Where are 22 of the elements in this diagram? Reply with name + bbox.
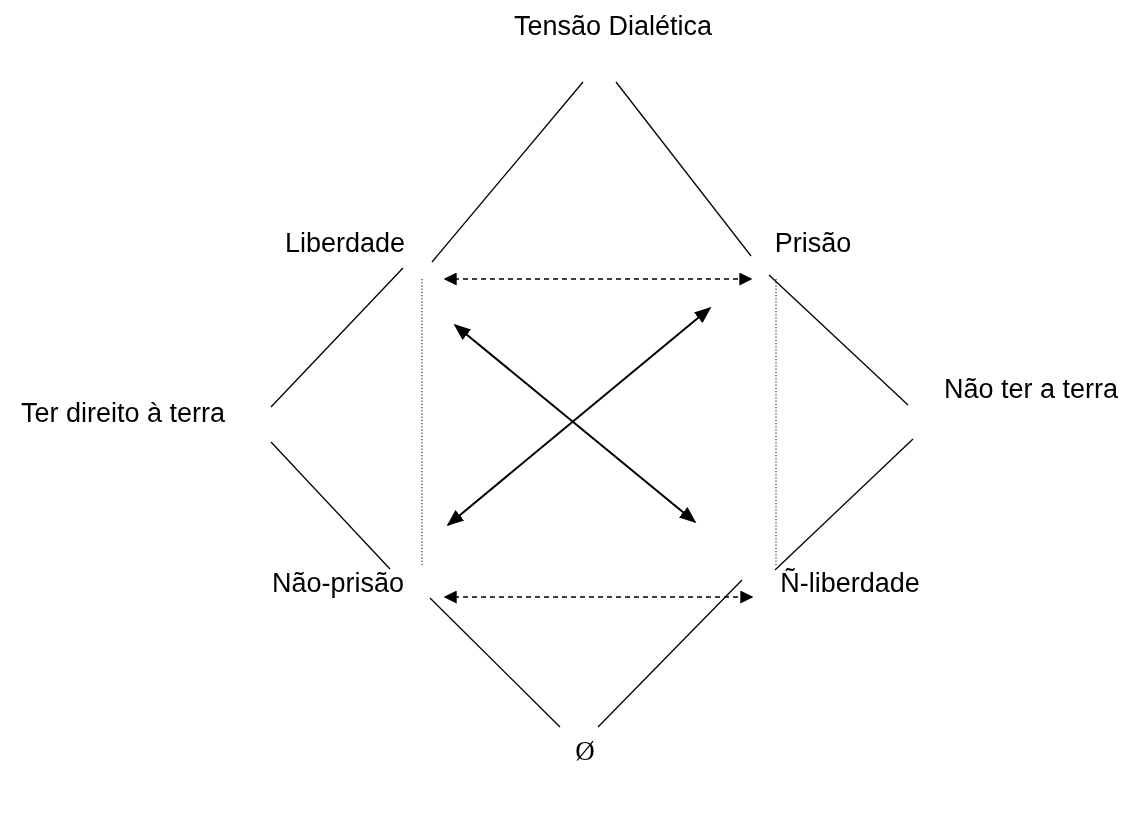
connector-line xyxy=(597,579,743,728)
dashed-double-arrow xyxy=(443,272,753,286)
connector-line xyxy=(774,438,914,571)
node-label: Ø xyxy=(575,736,595,768)
dashed-double-arrow xyxy=(443,590,754,604)
connector-line xyxy=(431,81,584,263)
connector-line xyxy=(270,267,404,408)
node-label: Liberdade xyxy=(284,228,406,260)
connector-line xyxy=(615,81,752,257)
dotted-line xyxy=(421,278,423,566)
connector-line xyxy=(768,274,909,406)
node-label: Não-prisão xyxy=(271,568,405,600)
node-label: Ñ-liberdade xyxy=(780,568,920,600)
connector-line xyxy=(270,441,391,570)
double-arrow xyxy=(453,323,697,524)
node-label: Não ter a terra xyxy=(943,374,1119,406)
node-label: Tensão Dialética xyxy=(513,11,713,43)
node-label: Prisão xyxy=(774,228,852,260)
double-arrow xyxy=(446,306,712,527)
dotted-line xyxy=(775,278,777,566)
connector-line xyxy=(429,597,561,728)
node-label: Ter direito à terra xyxy=(20,398,226,430)
